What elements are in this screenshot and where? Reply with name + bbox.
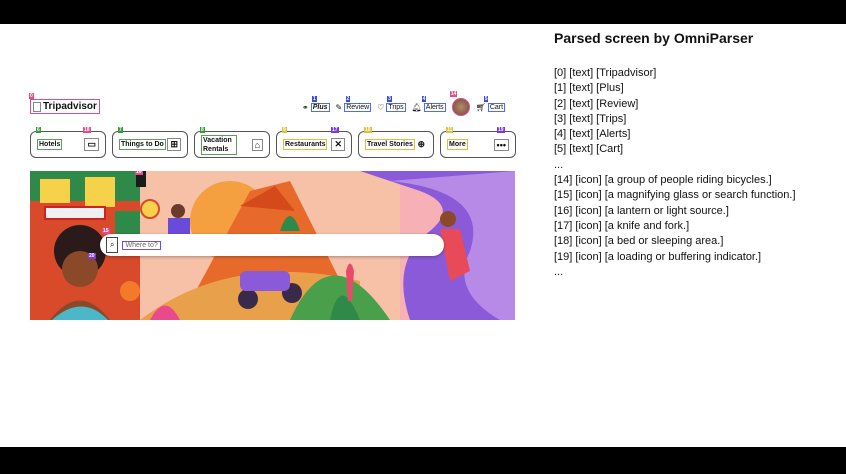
element-id-tag: 17 — [331, 127, 339, 133]
search-bar[interactable]: ⌕ Where to? 15 — [100, 228, 444, 256]
element-id-tag: 18 — [83, 127, 91, 133]
panel-title: Parsed screen by OmniParser — [554, 30, 754, 46]
parsed-line: [5] [text] [Cart] — [554, 143, 624, 156]
parsed-line: [2] [text] [Review] — [554, 97, 639, 110]
category-row: Hotels ▭ 6 18 Things to Do ⊞ 7 Vacation … — [30, 127, 516, 158]
bell-icon: 🔔︎ — [411, 102, 422, 112]
nav-plus[interactable]: ⚭ Plus 1 — [302, 95, 330, 112]
category-restaurants[interactable]: Restaurants ✕ 9 17 — [276, 127, 352, 158]
nav-review[interactable]: ✎ Review 2 — [335, 95, 372, 112]
parsed-line: [18] [icon] [a bed or sleeping area.] — [554, 235, 724, 248]
knife-fork-icon: ✕ — [331, 138, 345, 151]
top-nav: ⚭ Plus 1 ✎ Review 2 ♡ Trips 3 🔔︎ Alerts … — [302, 91, 506, 116]
parsed-line: [16] [icon] [a lantern or light source.] — [554, 204, 729, 217]
category-things-to-do[interactable]: Things to Do ⊞ 7 — [112, 127, 188, 158]
plus-icon: ⚭ — [302, 102, 309, 112]
parsed-line: [17] [icon] [a knife and fork.] — [554, 219, 690, 232]
element-id-tag: 1 — [312, 95, 317, 102]
nav-alerts[interactable]: 🔔︎ Alerts 4 — [411, 95, 446, 112]
pencil-icon: ✎ — [335, 102, 343, 112]
category-label: Restaurants — [283, 139, 328, 150]
element-id-tag: 2 — [345, 95, 351, 102]
category-label: Travel Stories — [365, 139, 415, 150]
parsed-line: [14] [icon] [a group of people riding bi… — [554, 174, 772, 187]
parsed-line: [1] [text] [Plus] — [554, 82, 624, 95]
element-id-tag: 5 — [483, 95, 489, 102]
search-icon[interactable]: ⌕ — [106, 237, 119, 253]
nav-alerts-label: Alerts — [423, 102, 446, 112]
element-id-tag: 0 — [29, 93, 34, 99]
avatar-button[interactable]: 14 — [449, 91, 470, 116]
logo-text: Tripadvisor — [43, 101, 97, 112]
ticket-icon: ⊞ — [167, 138, 181, 151]
nav-plus-label: Plus — [310, 102, 330, 112]
parsed-line: [0] [text] [Tripadvisor] — [554, 67, 657, 79]
category-more[interactable]: More ••• 11 19 — [440, 127, 516, 158]
element-id-tag: 6 — [36, 127, 41, 133]
element-id-tag: 8 — [200, 127, 205, 133]
element-id-tag: 14 — [449, 91, 458, 97]
element-id-tag: 16 — [135, 171, 143, 175]
element-id-tag: 10 — [364, 127, 372, 133]
category-label: Vacation Rentals — [201, 134, 237, 155]
category-label: More — [447, 139, 468, 150]
parsed-output-panel: Parsed screen by OmniParser [0] [text] [… — [554, 30, 844, 280]
parsed-line: [19] [icon] [a loading or buffering indi… — [554, 250, 762, 263]
nav-trips[interactable]: ♡ Trips 3 — [377, 95, 406, 112]
element-id-tag: 3 — [387, 95, 392, 102]
parsed-line: [3] [text] [Trips] — [554, 112, 627, 125]
house-icon: ⌂ — [251, 138, 263, 151]
parsed-line: ... — [554, 158, 564, 171]
parsed-line: [4] [text] [Alerts] — [554, 128, 631, 141]
category-vacation-rentals[interactable]: Vacation Rentals ⌂ 8 — [194, 127, 270, 158]
broken-image-icon — [33, 101, 41, 112]
screen-frame: Tripadvisor 0 ⚭ Plus 1 ✎ Review 2 ♡ Trip… — [0, 24, 846, 447]
cart-icon: 🛒︎ — [475, 102, 486, 112]
nav-trips-label: Trips — [386, 102, 406, 112]
element-id-tag: 7 — [118, 127, 123, 133]
nav-cart-label: Cart — [487, 102, 506, 112]
element-id-tag: 20 — [88, 253, 96, 259]
element-id-tag: 11 — [446, 127, 454, 133]
nav-cart[interactable]: 🛒︎ Cart 5 — [475, 95, 506, 112]
parsed-line: ... — [554, 265, 564, 278]
globe-icon: ⊕ — [417, 139, 425, 149]
parsed-line: [15] [icon] [a magnifying glass or searc… — [554, 189, 796, 202]
nav-review-label: Review — [344, 102, 372, 112]
tripadvisor-logo[interactable]: Tripadvisor 0 — [29, 93, 100, 114]
avatar — [451, 98, 470, 116]
bed-icon: ▭ — [84, 138, 99, 151]
element-id-tag: 9 — [282, 127, 287, 133]
search-input[interactable]: Where to? — [122, 240, 161, 250]
category-label: Hotels — [37, 139, 63, 150]
category-travel-stories[interactable]: Travel Stories ⊕ 10 — [358, 127, 434, 158]
heart-icon: ♡ — [377, 102, 385, 112]
more-icon: ••• — [493, 138, 509, 151]
element-id-tag: 19 — [497, 127, 505, 133]
element-id-tag: 4 — [421, 95, 427, 102]
category-hotels[interactable]: Hotels ▭ 6 18 — [30, 127, 106, 158]
category-label: Things to Do — [119, 139, 166, 150]
element-id-tag: 15 — [102, 228, 110, 234]
